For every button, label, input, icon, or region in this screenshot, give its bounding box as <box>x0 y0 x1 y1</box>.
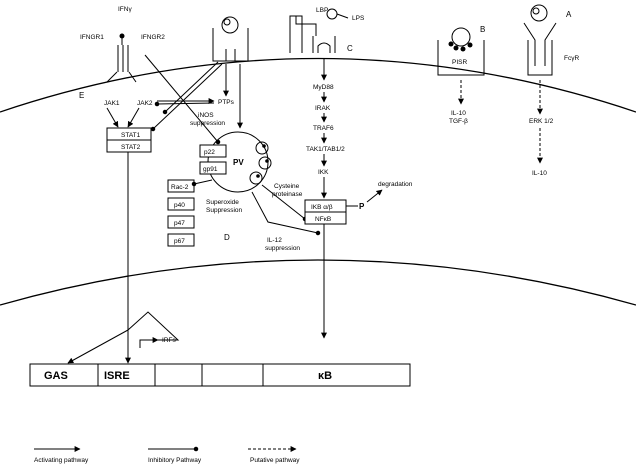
ifngr1-label: IFNGR1 <box>80 34 104 41</box>
panel-letter-c: C <box>347 44 353 53</box>
lbp-label: LBP <box>316 7 328 14</box>
irf-feedback-loop <box>127 311 180 348</box>
phospho-label: P <box>359 202 365 211</box>
jak1-label: JAK1 <box>104 100 120 107</box>
jak2-label: JAK2 <box>137 100 153 107</box>
p22-box <box>199 144 227 158</box>
stat2-label: STAT2 <box>121 144 141 151</box>
p67-label: p67 <box>174 238 185 245</box>
tlr-receptor <box>289 8 349 53</box>
inos-label-1: iNOS <box>198 112 214 119</box>
il10-tgfb-label-1: IL-10 <box>451 110 466 117</box>
receptor-inhibits-jak-line <box>162 61 219 115</box>
superoxide-label-2: Suppression <box>206 207 243 214</box>
il12-label-1: IL-12 <box>267 237 282 244</box>
il10-tgfb-label-2: TGF-β <box>449 118 468 125</box>
p67-box <box>167 233 195 247</box>
ifng-receptor <box>106 33 137 83</box>
cysteine-label-2: proteinase <box>272 191 303 198</box>
cysteine-proteinase-line <box>261 184 308 222</box>
degradation-arrow <box>366 189 383 203</box>
ptps-label: PTPs <box>218 99 235 106</box>
pisr-receptor <box>437 27 485 76</box>
il12-label-2: suppression <box>265 245 300 252</box>
panel-letter-e: E <box>79 91 84 100</box>
legend-putative-label: Putative pathway <box>250 457 300 464</box>
promoter-bar <box>29 363 411 387</box>
il10-label: IL-10 <box>532 170 547 177</box>
erk-label: ERK 1/2 <box>529 118 554 125</box>
lps-label: LPS <box>352 15 365 22</box>
panel-letter-b: B <box>480 25 485 34</box>
gp91-label: gp91 <box>203 166 218 173</box>
jak2-to-stat-arrow <box>127 107 140 128</box>
p40-box <box>167 197 195 211</box>
degradation-label: degradation <box>378 181 413 188</box>
ifngr2-pv-line <box>144 54 221 145</box>
ikb-label: IKB α/β <box>311 204 333 211</box>
legend-inhibitory-label: Inhibitory Pathway <box>148 457 202 464</box>
fcgr-label: FcγR <box>564 55 579 62</box>
fcgr-receptor <box>523 4 557 76</box>
p22-label: p22 <box>204 149 215 156</box>
myd88-label: MyD88 <box>313 84 334 91</box>
legend-activating-label: Activating pathway <box>34 457 89 464</box>
phagocytic-receptor <box>212 16 249 62</box>
irfs-label: IRFs <box>162 337 176 344</box>
stat-to-gas-arrow <box>67 329 129 364</box>
p47-label: p47 <box>174 220 185 227</box>
gas-label: GAS <box>44 370 68 382</box>
panel-letter-d: D <box>224 233 230 242</box>
ifngr2-label: IFNGR2 <box>141 34 165 41</box>
irak-label: IRAK <box>315 105 331 112</box>
il12-suppression-line <box>251 191 321 236</box>
isre-label: ISRE <box>104 370 130 382</box>
inos-label-2: suppression <box>190 120 225 127</box>
stat1-label: STAT1 <box>121 132 141 139</box>
plasma-membrane <box>0 57 636 113</box>
tak1-label: TAK1/TAB1/2 <box>306 146 345 153</box>
ifng-label: IFNγ <box>118 6 132 13</box>
nfkb-box <box>304 211 347 225</box>
pisr-label: PISR <box>452 59 467 66</box>
receptor-inhibits-stat-line <box>150 63 223 132</box>
nuclear-membrane <box>0 259 636 306</box>
superoxide-label-1: Superoxide <box>206 199 239 206</box>
traf6-label: TRAF6 <box>313 125 334 132</box>
stat2-box <box>106 139 152 153</box>
pv-inhibits-oxidase-line <box>191 179 213 187</box>
jak1-to-stat-arrow <box>106 107 119 128</box>
p47-box <box>167 215 195 229</box>
rac2-label: Rac-2 <box>171 184 189 191</box>
gp91-box <box>199 161 227 175</box>
pv-label: PV <box>233 158 244 167</box>
cysteine-label-1: Cysteine <box>274 183 300 190</box>
ikk-label: IKK <box>318 169 329 176</box>
kb-label: κB <box>318 370 332 382</box>
legend: Activating pathway Inhibitory Pathway Pu… <box>34 446 300 464</box>
panel-letter-a: A <box>566 10 572 19</box>
nfkb-label: NFκB <box>315 216 331 223</box>
p40-label: p40 <box>174 202 185 209</box>
